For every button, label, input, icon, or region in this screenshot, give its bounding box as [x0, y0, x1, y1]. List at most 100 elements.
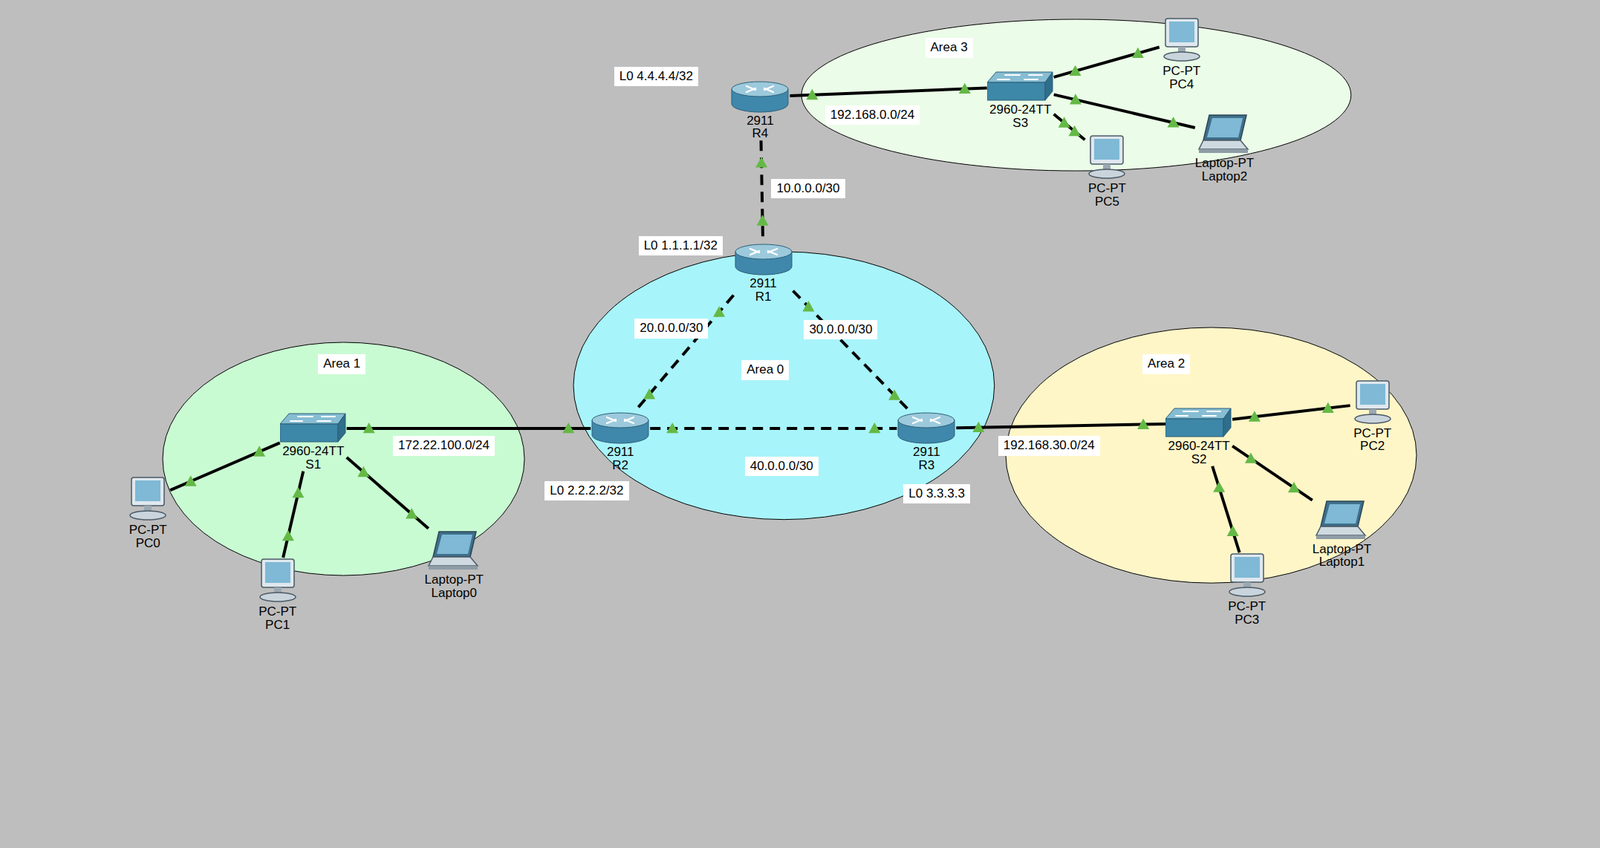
network-label: 40.0.0.0/30	[745, 456, 819, 477]
pc-icon	[1084, 134, 1130, 182]
network-device: Laptop-PTLaptop0	[424, 528, 484, 601]
area-label: Area 0	[741, 360, 789, 380]
network-label: 192.168.0.0/24	[825, 105, 920, 125]
switch-icon	[987, 70, 1055, 104]
device-name: Laptop1	[1319, 555, 1365, 569]
network-device: 2911R3	[896, 411, 956, 473]
pc-symbol	[129, 477, 166, 520]
router-symbol	[592, 412, 649, 444]
area-ellipse	[573, 251, 995, 520]
network-device: PC-PTPC5	[1084, 134, 1130, 209]
network-device: PC-PTPC0	[125, 476, 171, 551]
serial-link	[649, 427, 897, 431]
device-model: 2960-24TT	[282, 444, 344, 459]
router-symbol	[731, 81, 789, 113]
device-name: R4	[752, 127, 769, 141]
router-icon	[896, 411, 956, 446]
pc-icon	[125, 476, 171, 524]
area-label: Area 3	[925, 37, 974, 58]
network-device: 2911R2	[590, 411, 650, 473]
port-status-light	[562, 422, 575, 434]
pc-symbol	[259, 559, 296, 602]
device-model: 2960-24TT	[989, 103, 1052, 117]
device-model: PC-PT	[1162, 64, 1201, 78]
network-device: PC-PTPC2	[1350, 379, 1395, 454]
ethernet-link	[346, 427, 592, 431]
switch-symbol	[987, 72, 1053, 101]
network-device: 2960-24TTS1	[280, 412, 347, 472]
network-label: 30.0.0.0/30	[803, 320, 878, 340]
device-model: PC-PT	[258, 605, 297, 619]
device-name: Laptop0	[431, 586, 477, 601]
device-model: PC-PT	[129, 523, 168, 538]
device-model: Laptop-PT	[1195, 156, 1254, 171]
network-device: 2911R1	[733, 242, 794, 304]
device-name: PC1	[265, 618, 290, 633]
device-model: PC-PT	[1227, 600, 1266, 614]
port-status-light	[756, 214, 769, 226]
router-icon	[730, 80, 790, 115]
pc-icon	[1224, 552, 1270, 601]
network-device: PC-PTPC3	[1224, 552, 1270, 627]
device-model: 2960-24TT	[1168, 439, 1231, 454]
device-name: Laptop2	[1201, 170, 1248, 184]
serial-link	[761, 140, 764, 243]
pc-symbol	[1163, 18, 1200, 61]
area-label: Area 2	[1142, 354, 1190, 374]
pc-symbol	[1088, 135, 1125, 179]
laptop-symbol	[1316, 501, 1366, 540]
device-name: PC4	[1169, 77, 1194, 92]
device-name: R1	[755, 290, 772, 304]
device-name: S3	[1012, 116, 1029, 130]
laptop-symbol	[428, 531, 478, 570]
area-outline	[572, 251, 996, 521]
router-symbol	[735, 244, 792, 275]
pc-icon	[1350, 379, 1395, 428]
device-name: R3	[918, 459, 935, 473]
switch-icon	[280, 412, 347, 445]
device-model: Laptop-PT	[1312, 542, 1372, 557]
network-label: 192.168.30.0/24	[998, 436, 1101, 456]
device-model: PC-PT	[1088, 181, 1127, 196]
area-label: Area 1	[317, 354, 366, 374]
network-device: 2911R4	[730, 80, 790, 142]
router-icon	[733, 242, 794, 278]
pc-symbol	[1354, 381, 1391, 424]
device-model: 2911	[749, 277, 777, 291]
network-label: 172.22.100.0/24	[392, 436, 495, 456]
laptop-icon	[1314, 498, 1369, 543]
device-name: PC5	[1094, 195, 1120, 209]
pc-icon	[1159, 17, 1205, 65]
network-device: Laptop-PTLaptop2	[1195, 112, 1254, 184]
router-symbol	[898, 412, 955, 444]
network-device: 2960-24TTS3	[987, 70, 1055, 130]
switch-symbol	[1165, 408, 1231, 437]
area-outline	[800, 18, 1352, 172]
loopback-label: L0 3.3.3.3	[903, 484, 971, 504]
device-model: PC-PT	[1353, 427, 1392, 441]
pc-icon	[255, 557, 301, 606]
laptop-symbol	[1198, 115, 1248, 154]
switch-symbol	[280, 413, 346, 442]
network-device: 2960-24TTS2	[1165, 407, 1233, 467]
device-model: Laptop-PT	[424, 573, 484, 587]
area-ellipse	[801, 19, 1352, 171]
laptop-icon	[427, 528, 481, 574]
port-status-light	[755, 156, 768, 168]
area-region: Area 0 2911R1 2911R2 2911R3	[572, 251, 996, 521]
network-device: PC-PTPC1	[255, 557, 301, 633]
area-region: Area 3 2960-24TTS3 PC-PTPC4	[800, 18, 1352, 172]
switch-icon	[1165, 407, 1233, 440]
loopback-label: L0 2.2.2.2/32	[544, 481, 629, 501]
router-icon	[590, 411, 650, 446]
device-model: 2911	[746, 114, 775, 128]
loopback-label: L0 1.1.1.1/32	[638, 236, 723, 256]
device-name: R2	[612, 459, 629, 473]
pc-symbol	[1229, 554, 1265, 597]
device-name: PC0	[135, 537, 161, 551]
device-name: S1	[305, 458, 321, 472]
network-label: 20.0.0.0/30	[634, 318, 708, 338]
network-device: Laptop-PTLaptop1	[1312, 498, 1372, 570]
